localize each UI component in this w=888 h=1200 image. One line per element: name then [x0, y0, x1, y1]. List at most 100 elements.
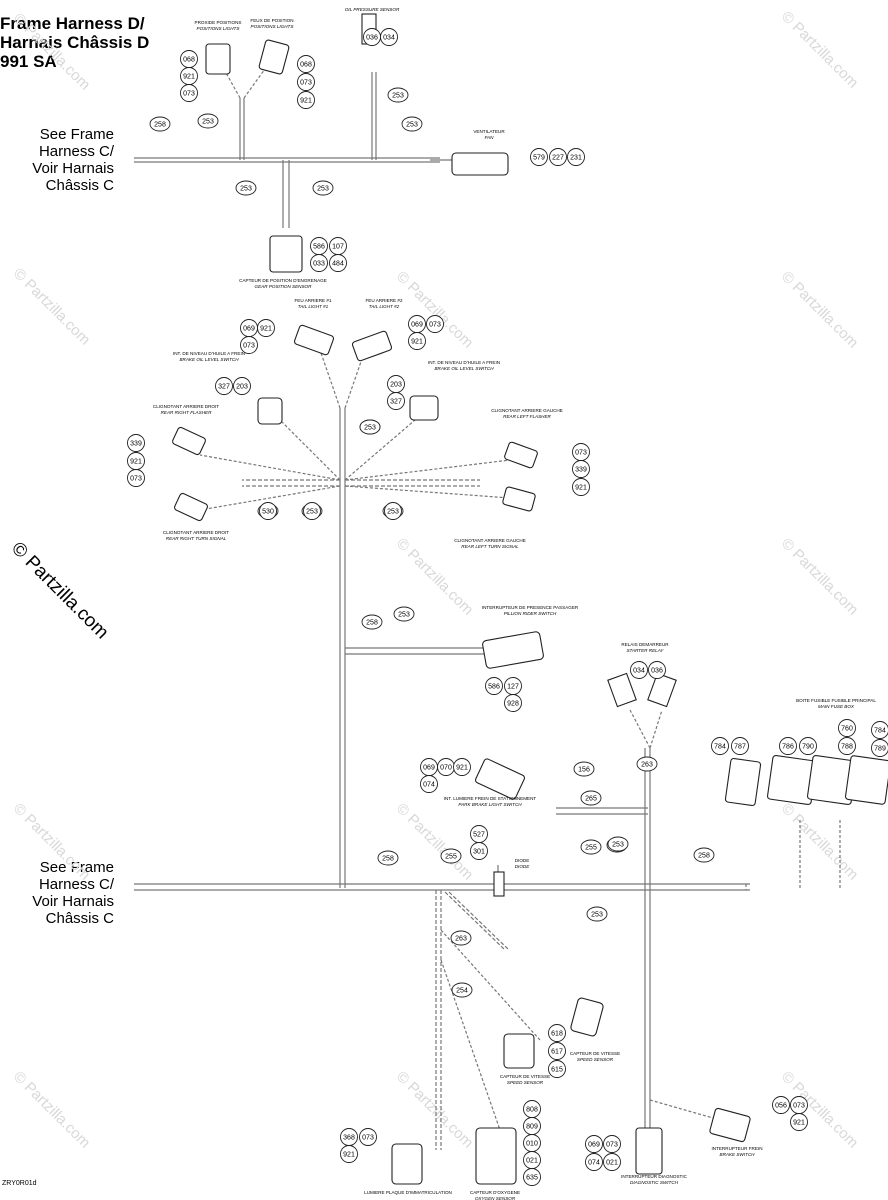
brake-oil-level-switch-connector — [409, 395, 439, 421]
part-callout: 068 — [297, 55, 315, 73]
ref-line: Harness C/ — [38, 876, 114, 893]
part-callout-text: 787 — [734, 744, 746, 751]
part-callout-text: 021 — [606, 1160, 618, 1167]
wire-number-text: 255 — [445, 854, 457, 861]
part-callout: 073 — [359, 1128, 377, 1146]
part-callout-text: 784 — [874, 728, 886, 735]
wire-number-text: 265 — [585, 796, 597, 803]
part-callout-text: 203 — [390, 382, 402, 389]
part-callout: 021 — [523, 1151, 541, 1169]
part-callout: 786 — [779, 737, 797, 755]
part-callout: 253 — [384, 502, 402, 520]
part-callout: 301 — [470, 842, 488, 860]
ref-line: Châssis C — [45, 177, 114, 194]
wire-number-label: 255 — [580, 839, 602, 855]
wire-number-label: 258 — [377, 850, 399, 866]
component-caption: INT. LUMIERE FREIN DE STATIONNEMENTPARK … — [444, 796, 537, 807]
ref-line: Voir Harnais — [32, 893, 114, 910]
caption-english: OXYGEN SENSOR — [475, 1196, 516, 1200]
part-callout-text: 073 — [575, 450, 587, 457]
caption-french: LUMIERE PLAQUE D'IMMATRICULATION — [364, 1190, 452, 1195]
wire-number-label: 253 — [401, 116, 423, 132]
component-caption: OIL PRESSURE SENSOR — [345, 7, 400, 12]
wire-number-label: 253 — [359, 419, 381, 435]
part-callout: 231 — [567, 148, 585, 166]
part-callout-text: 021 — [526, 1158, 538, 1165]
part-callout-text: 074 — [588, 1160, 600, 1167]
part-callout: 586 — [310, 237, 328, 255]
part-callout: 368 — [340, 1128, 358, 1146]
part-callout: 921 — [572, 478, 590, 496]
part-callout-text: 788 — [841, 744, 853, 751]
part-callout: 203 — [387, 375, 405, 393]
harness-branch — [435, 890, 442, 1150]
fuse-box-connector — [844, 755, 888, 805]
part-callout-text: 530 — [262, 509, 274, 516]
harness-branch — [556, 807, 648, 815]
part-callout-text: 107 — [332, 244, 344, 251]
brake-oil-level-switch-connector — [257, 397, 283, 425]
caption-english: STARTER RELAY — [626, 648, 664, 653]
wire-number-label: 263 — [636, 756, 658, 772]
part-callout-text: 808 — [526, 1107, 538, 1114]
connectors — [172, 13, 888, 1185]
part-callout-text: 921 — [575, 485, 587, 492]
wire-number-label: 253 — [393, 606, 415, 622]
part-callout: 921 — [790, 1113, 808, 1131]
caption-english: FAN — [485, 135, 495, 140]
caption-english: POSITIONS LIGHTS — [251, 24, 295, 29]
harness-branch — [745, 820, 841, 890]
part-callout-text: 073 — [130, 476, 142, 483]
wire-number-label: 258 — [149, 116, 171, 132]
caption-french: INTERRUPTEUR FREIN — [711, 1146, 762, 1151]
part-callout: 073 — [240, 336, 258, 354]
part-callout-text: 069 — [588, 1142, 600, 1149]
wire-number-text: 263 — [641, 762, 653, 769]
wire-number-label: 253 — [607, 836, 629, 852]
part-callout-text: 339 — [575, 467, 587, 474]
wire-number-label: 258 — [693, 847, 715, 863]
ref-line: Harness C/ — [38, 143, 114, 160]
caption-french: CLIGNOTANT ARRIERE DROIT — [163, 530, 229, 535]
part-callout: 073 — [180, 84, 198, 102]
part-callout-text: 127 — [507, 684, 519, 691]
wire-number-text: 258 — [366, 620, 378, 627]
part-callout: 074 — [420, 775, 438, 793]
harness-branch — [279, 419, 416, 481]
part-callout: 034 — [380, 28, 398, 46]
part-callout: 127 — [504, 677, 522, 695]
park-brake-light-switch-connector — [475, 758, 525, 800]
part-callout: 107 — [329, 237, 347, 255]
part-callout: 921 — [453, 758, 471, 776]
part-callout: 618 — [548, 1024, 566, 1042]
caption-french: CLIGNOTANT ARRIERE GAUCHE — [491, 408, 563, 413]
caption-english: PARK BRAKE LIGHT SWITCH — [458, 802, 522, 807]
part-callout: 074 — [585, 1153, 603, 1171]
caption-french: INT. DE NIVEAU D'HUILE A FREIN — [428, 360, 500, 365]
caption-english: OIL PRESSURE SENSOR — [345, 7, 400, 12]
starter-relay-connector — [607, 672, 637, 708]
part-callout: 253 — [303, 502, 321, 520]
caption-english: GEAR POSITION SENSOR — [255, 284, 313, 289]
diode — [493, 871, 505, 897]
caption-french: FEU ARRIERE #1 — [294, 298, 331, 303]
wire-number-text: 263 — [455, 936, 467, 943]
fuse-box-connector — [724, 757, 762, 807]
position-light-connector — [205, 43, 231, 75]
oxygen-sensor-connector — [475, 1127, 517, 1185]
part-callout-text: 036 — [366, 35, 378, 42]
caption-english: DIODE — [515, 864, 530, 869]
caption-french: VENTILATEUR — [473, 129, 505, 134]
ref-line: See Frame — [39, 126, 114, 143]
part-callout-text: 586 — [313, 244, 325, 251]
wire-number-label: 253 — [586, 906, 608, 922]
part-callout-text: 786 — [782, 744, 794, 751]
part-callout: 921 — [257, 319, 275, 337]
wire-number-text: 253 — [364, 425, 376, 432]
caption-english: DIAGNOSTIC SWITCH — [630, 1180, 679, 1185]
